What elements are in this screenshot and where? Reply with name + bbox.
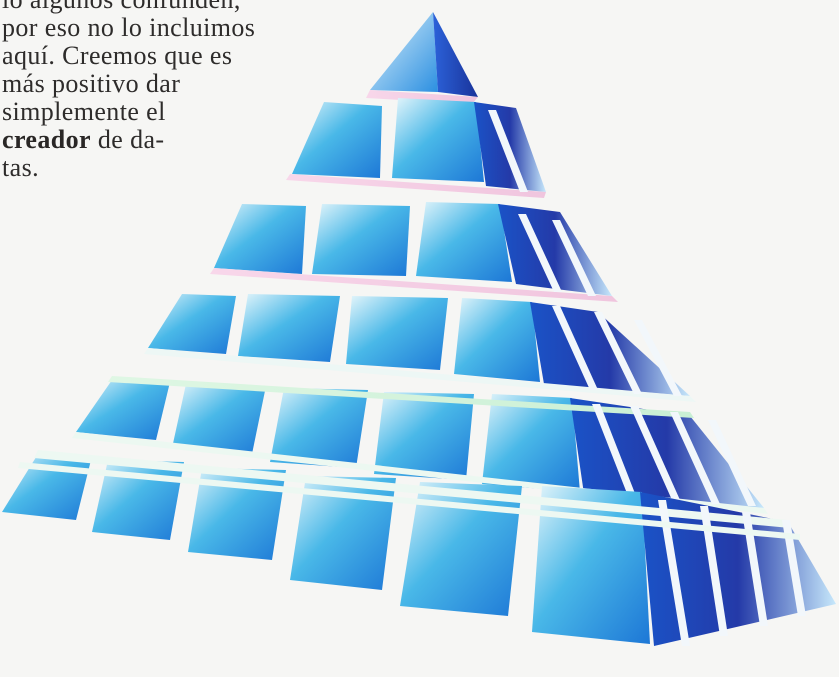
text-line-4: más positivo dar — [2, 70, 302, 98]
article-text-block: lo algunos confunden, por eso no lo incl… — [2, 0, 302, 182]
text-line-1: lo algunos confunden, — [2, 0, 302, 14]
text-line-5: simplemente el — [2, 98, 302, 126]
text-line-6: creador de da- — [2, 126, 302, 154]
pyramid-layer-2 — [286, 98, 546, 198]
pyramid-layer-3 — [210, 202, 618, 302]
bold-word: creador — [2, 125, 91, 154]
text-line-3: aquí. Creemos que es — [2, 42, 302, 70]
text-line-6-rest: de da- — [91, 125, 165, 154]
pyramid-cap — [366, 12, 478, 104]
text-line-7: tas. — [2, 154, 302, 182]
text-line-2: por eso no lo incluimos — [2, 14, 302, 42]
